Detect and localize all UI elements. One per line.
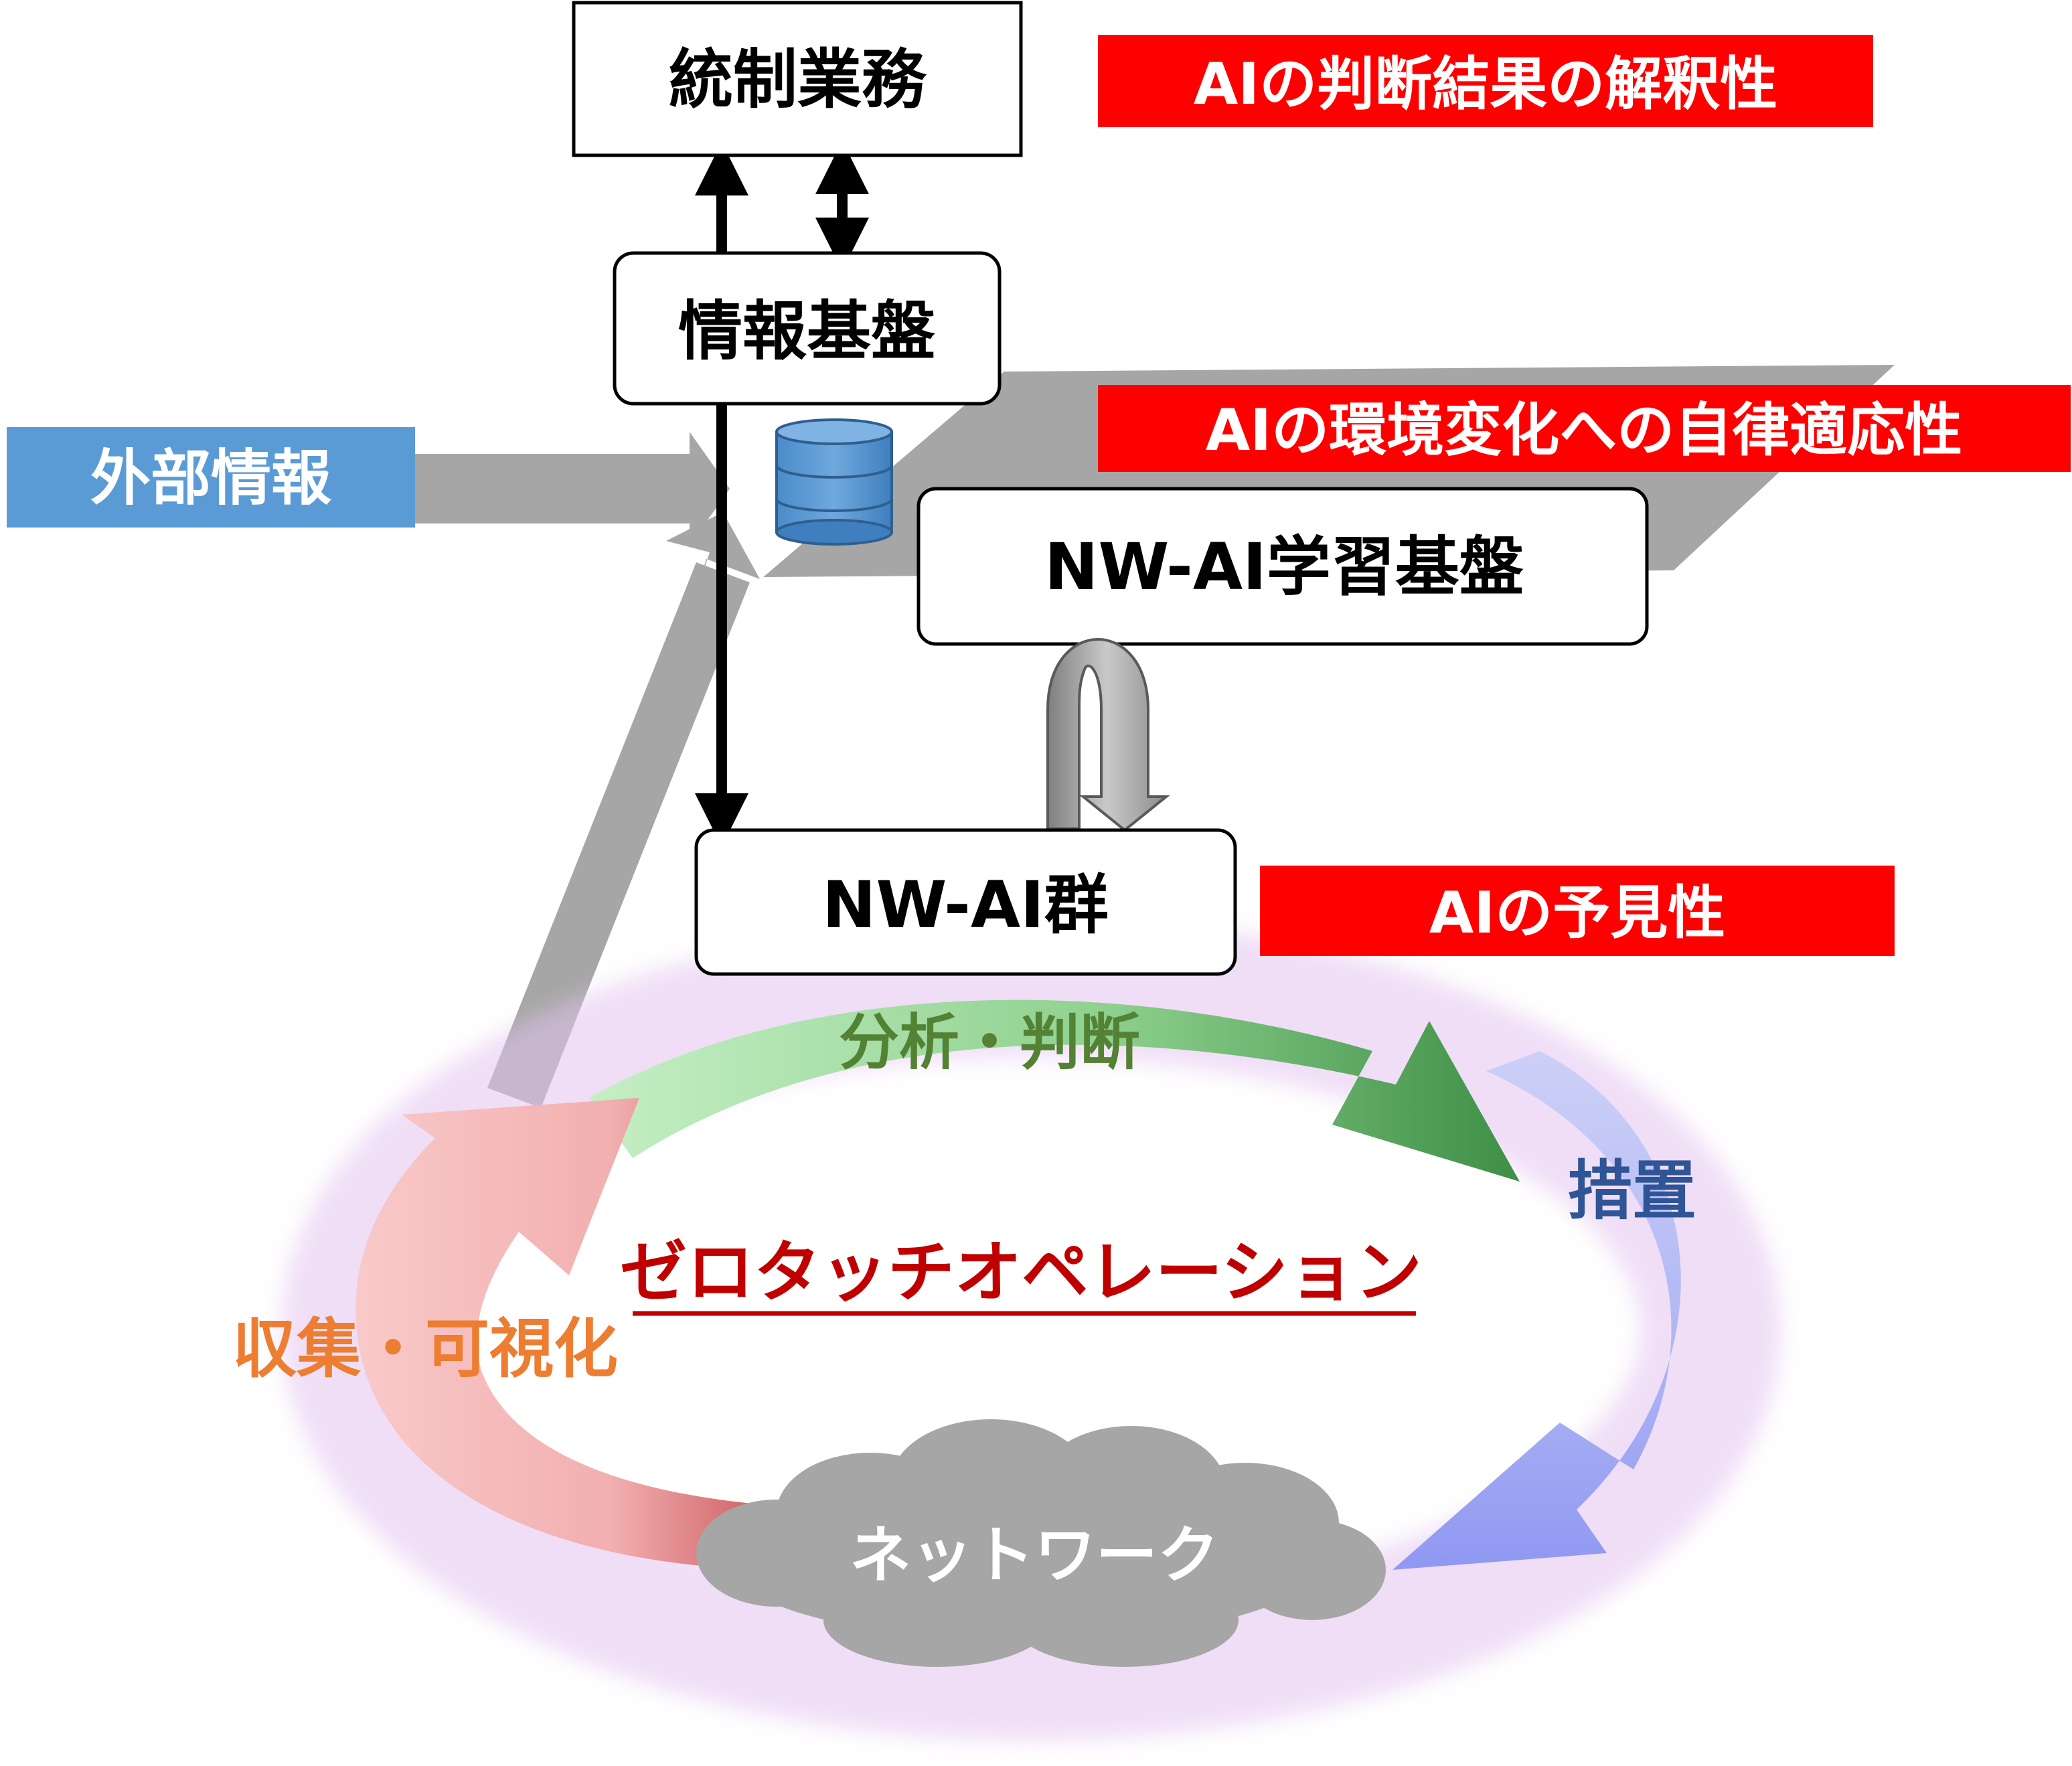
ai-group-box: NW-AI群 — [694, 828, 1237, 976]
database-icon — [775, 418, 893, 546]
zero-touch-title: ゼロタッチオペレーション — [620, 1233, 1422, 1316]
interpretability-callout: AIの判断結果の解釈性 — [1098, 35, 1873, 127]
control-ops-box: 統制業務 — [572, 1, 1023, 157]
info-base-label: 情報基盤 — [678, 294, 935, 369]
adaptivity-label: AIの環境変化への自律適応性 — [1206, 397, 1963, 464]
self-learning-loop-arrow — [1046, 638, 1170, 832]
external-info-flow-arrow — [415, 432, 730, 546]
collect-label: 収集・可視化 — [232, 1311, 618, 1386]
network-cloud: ネットワーク — [696, 1419, 1386, 1667]
adaptivity-callout: AIの環境変化への自律適応性 — [1098, 385, 2071, 472]
control-ops-label: 統制業務 — [669, 42, 927, 117]
learning-base-label: NW-AI学習基盤 — [1044, 530, 1524, 605]
act-label: 措置 — [1568, 1153, 1696, 1228]
info-base-box: 情報基盤 — [613, 251, 1002, 406]
predictability-callout: AIの予見性 — [1260, 866, 1895, 956]
cycle-glow — [281, 917, 1781, 1741]
network-label: ネットワーク — [850, 1520, 1219, 1591]
ai-group-label: NW-AI群 — [822, 868, 1109, 943]
analyze-label: 分析・判断 — [839, 1008, 1140, 1078]
external-info-label: 外部情報 — [90, 443, 331, 513]
zero-touch-title-label: ゼロタッチオペレーション — [620, 1233, 1422, 1311]
upward-feedback-arrow — [487, 512, 760, 1108]
collect-arrow — [355, 1098, 783, 1570]
external-info-box: 外部情報 — [7, 427, 415, 528]
act-arrow — [1392, 1051, 1681, 1570]
predictability-label: AIの予見性 — [1429, 880, 1726, 947]
analyze-arrow — [589, 999, 1520, 1182]
learning-base-box: NW-AI学習基盤 — [917, 487, 1649, 646]
interpretability-label: AIの判断結果の解釈性 — [1194, 51, 1778, 118]
